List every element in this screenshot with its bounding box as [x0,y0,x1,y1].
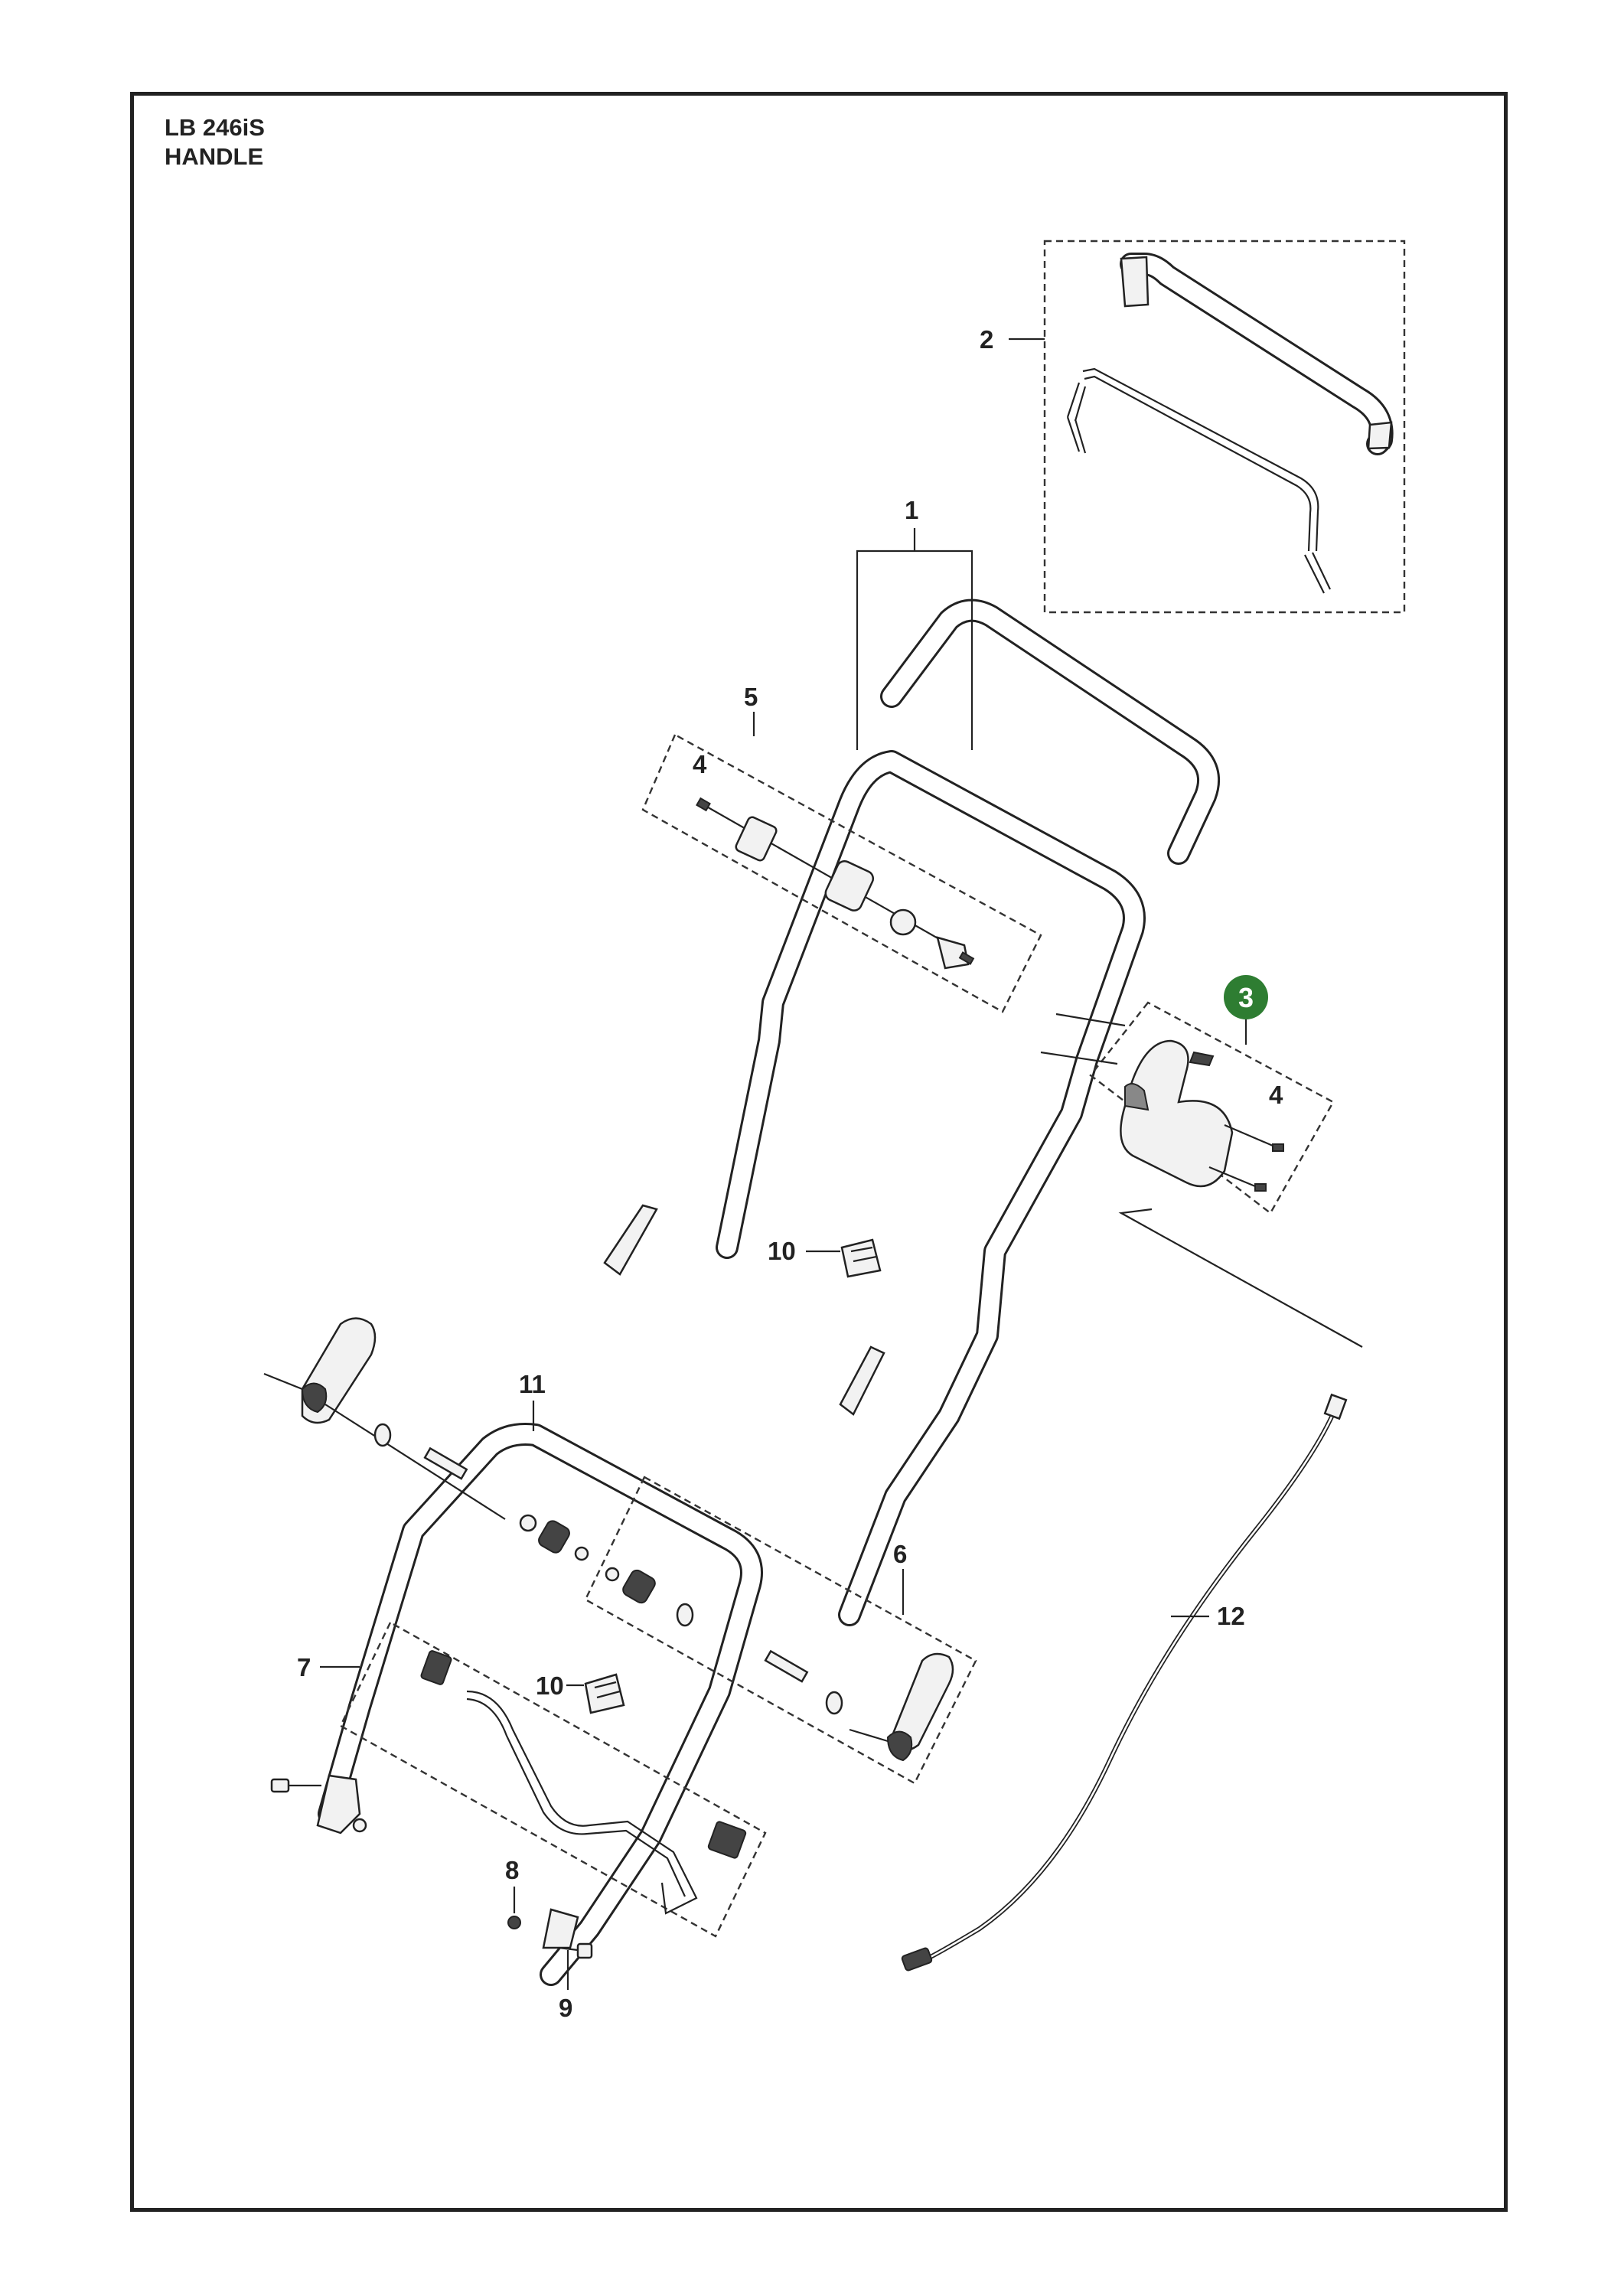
part-5-hardware [696,797,975,970]
part-10-clip-lower [584,1673,625,1714]
drawing-frame [130,92,1508,2212]
callout-5: 5 [744,683,758,711]
callout-12: 12 [1217,1602,1245,1630]
part-9-bolt [558,1942,593,1959]
part-lower-left-bolt [270,1778,367,1833]
part-7-bail-bar [420,1650,747,1915]
callout-3: 3 [1238,982,1254,1013]
callout-6: 6 [893,1540,907,1568]
part-11-lower-handle [316,1423,763,1986]
part-10-clip-upper [840,1238,882,1278]
group-2-box [1043,240,1406,614]
group-5-box [641,733,1042,1013]
part-6-hardware [605,1567,954,1762]
callout-10-upper: 10 [768,1237,796,1265]
leader-12-bracket [1118,1208,1363,1348]
part-lever-left [263,1317,589,1561]
group-3-box [1089,1001,1335,1215]
callout-7: 7 [297,1653,311,1681]
callout-4-right: 4 [1269,1081,1283,1109]
callout-9: 9 [559,1994,572,2022]
callout-1: 1 [905,496,918,524]
callout-10-lower: 10 [536,1671,564,1700]
callout-11: 11 [519,1370,546,1398]
callout-8: 8 [505,1856,519,1884]
part-2-upper-bar [1066,253,1394,594]
part-1-upper-handle [603,598,1221,1626]
callout-2: 2 [980,325,993,354]
callout-4-upper: 4 [693,750,707,778]
section-name: HANDLE [165,143,264,170]
model-name: LB 246iS [165,114,265,141]
part-3-control-unit [1040,1013,1284,1192]
part-8-nut [507,1916,521,1929]
callout-3-badge [1224,975,1268,1019]
part-12-cable [901,1393,1348,1971]
group-7-box [339,1621,767,1938]
title-block: LB 246iS HANDLE [165,113,265,171]
group-6-box [584,1476,977,1785]
